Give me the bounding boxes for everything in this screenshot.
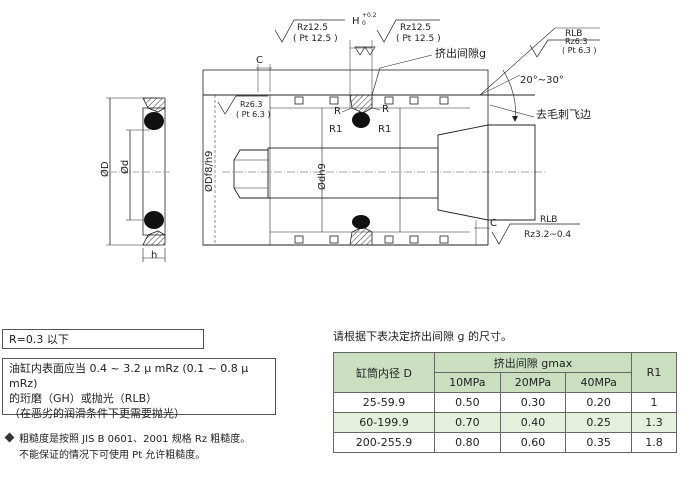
R1-left-label: R1 xyxy=(329,124,342,135)
rz-bottom: Rz3.2~0.4 xyxy=(524,230,571,240)
phi-D-label: ØD xyxy=(99,161,111,177)
R-left-label: R xyxy=(334,106,341,117)
seal-groove-drawing: h ØD Ød xyxy=(99,12,600,262)
deburr-label: 去毛刺飞边 xyxy=(536,108,591,121)
angle-label: 20°~30° xyxy=(520,75,564,86)
rz-mid: Rz6.3 xyxy=(240,100,262,109)
footnote-line-2: 不能保证的情况下可使用 Pt 允许粗糙度。 xyxy=(19,450,206,461)
surface-line-1: 油缸内表面应当 0.4 ~ 3.2 μ mRz (0.1 ~ 0.8 μ mRz… xyxy=(9,362,249,390)
table-row: 200-255.9 0.80 0.60 0.35 1.8 xyxy=(333,432,677,453)
cell-40mpa: 0.20 xyxy=(565,392,632,413)
cell-20mpa: 0.60 xyxy=(499,432,567,453)
phi-d-label: Ød xyxy=(119,160,131,174)
extrusion-gap-table: 缸筒内径 D 挤出间隙 gmax R1 10MPa 20MPa 40MPa 25… xyxy=(333,352,677,453)
surface-line-2: 的珩磨（GH）或抛光（RLB） xyxy=(9,392,158,405)
H-tol-upper: +0.2 xyxy=(362,12,377,19)
H-tol-lower: 0 xyxy=(362,20,366,27)
footnote-line-1: 粗糙度是按照 JIS B 0601、2001 规格 Rz 粗糙度。 xyxy=(19,434,251,445)
cell-bore: 200-255.9 xyxy=(333,432,435,453)
phi-D-f8h9-label: ØDf8/h9 xyxy=(203,150,215,192)
C-bottom-label: C xyxy=(490,218,497,229)
rz-right-top: Rz12.5 xyxy=(400,23,431,33)
H-label: H xyxy=(352,16,360,27)
cell-20mpa: 0.40 xyxy=(499,412,567,433)
o-ring-bottom xyxy=(144,211,164,229)
cell-bore: 25-59.9 xyxy=(333,392,435,413)
header-40mpa: 40MPa xyxy=(565,372,632,393)
cell-r1: 1.3 xyxy=(631,412,677,433)
roughness-footnote: 粗糙度是按照 JIS B 0601、2001 规格 Rz 粗糙度。 不能保证的情… xyxy=(4,432,304,464)
cell-10mpa: 0.80 xyxy=(434,432,501,453)
header-bore: 缸筒内径 D xyxy=(333,352,435,393)
pt-left-top: ( Pt 12.5 ) xyxy=(293,34,338,44)
cell-r1: 1.8 xyxy=(631,432,677,453)
gap-label: 挤出间隙g xyxy=(435,46,486,60)
rz-right: Rz6.3 xyxy=(565,37,587,46)
nut xyxy=(233,149,269,199)
r-value-text: R=0.3 以下 xyxy=(9,333,69,346)
pt-right-top: ( Pt 12.5 ) xyxy=(396,34,441,44)
o-ring-groove-bottom xyxy=(352,215,370,229)
table-row: 60-199.9 0.70 0.40 0.25 1.3 xyxy=(333,412,677,433)
cell-10mpa: 0.50 xyxy=(434,392,501,413)
table-intro: 请根据下表决定挤出间隙 g 的尺寸。 xyxy=(333,330,512,343)
C-top-label: C xyxy=(256,55,263,66)
phi-d-h9-label: Ødh9 xyxy=(316,163,328,190)
cell-20mpa: 0.30 xyxy=(499,392,567,413)
pt-right: ( Pt 6.3 ) xyxy=(562,46,597,55)
diamond-bullet-icon xyxy=(4,432,15,443)
rlb-top: RLB xyxy=(565,29,582,39)
cell-bore: 60-199.9 xyxy=(333,412,435,433)
o-ring-top xyxy=(144,112,164,130)
piston-rod xyxy=(267,147,439,199)
R1-right-label: R1 xyxy=(378,124,391,135)
seal-cross-section: h ØD Ød xyxy=(99,97,170,262)
o-ring-groove-top xyxy=(352,112,370,128)
cell-40mpa: 0.25 xyxy=(565,412,632,433)
table-row: 25-59.9 0.50 0.30 0.20 1 xyxy=(333,392,677,413)
assembly-view: ØDf8/h9 Ødh9 C H +0.2 0 Rz12.5 ( Pt 12.5… xyxy=(202,12,600,246)
h-dim-label: h xyxy=(151,250,157,261)
R-right-label: R xyxy=(382,104,389,115)
cell-r1: 1 xyxy=(631,392,677,413)
surface-line-3: （在恶劣的润滑条件下更需要抛光） xyxy=(9,407,185,420)
header-10mpa: 10MPa xyxy=(434,372,501,393)
rz-left-top: Rz12.5 xyxy=(297,23,328,33)
rlb-bottom: RLB xyxy=(540,215,557,225)
r-value-note: R=0.3 以下 xyxy=(2,329,204,349)
header-r1: R1 xyxy=(631,352,677,393)
pt-mid: ( Pt 6.3 ) xyxy=(236,110,271,119)
surface-finish-note: 油缸内表面应当 0.4 ~ 3.2 μ mRz (0.1 ~ 0.8 μ mRz… xyxy=(2,358,276,420)
cell-10mpa: 0.70 xyxy=(434,412,501,433)
header-20mpa: 20MPa xyxy=(499,372,567,393)
header-gap: 挤出间隙 gmax xyxy=(434,352,632,373)
cell-40mpa: 0.35 xyxy=(565,432,632,453)
